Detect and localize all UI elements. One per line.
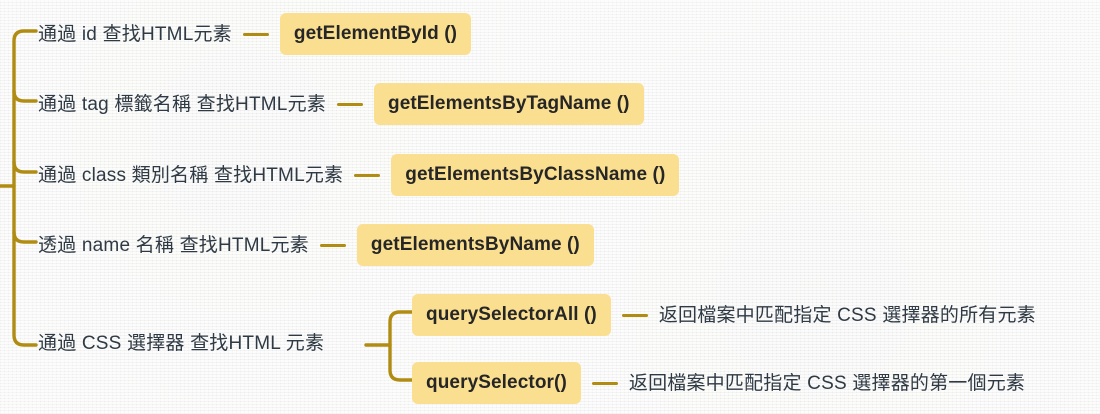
description-query-selector: 返回檔案中匹配指定 CSS 選擇器的第一個元素 — [628, 372, 1026, 394]
branch-row-query-selector-all: querySelectorAll () 返回檔案中匹配指定 CSS 選擇器的所有… — [412, 294, 1036, 336]
connector-dash-id — [242, 32, 269, 36]
method-badge-get-elements-by-name[interactable]: getElementsByName () — [356, 224, 594, 266]
connector-dash-class — [354, 173, 381, 177]
branch-label-css-selector: 通過 CSS 選擇器 查找HTML 元素 — [38, 333, 325, 354]
branch-row-query-selector: querySelector() 返回檔案中匹配指定 CSS 選擇器的第一個元素 — [412, 362, 1025, 404]
connector-dash-name — [319, 243, 346, 247]
branch-row-get-element-by-id: 通過 id 查找HTML元素 getElementById () — [38, 13, 472, 55]
branch-label-id: 通過 id 查找HTML元素 — [38, 23, 232, 45]
connector-dash-query-selector — [591, 381, 618, 385]
method-badge-query-selector-all[interactable]: querySelectorAll () — [412, 294, 611, 336]
method-badge-get-elements-by-class-name[interactable]: getElementsByClassName () — [391, 154, 680, 196]
branch-row-get-elements-by-name: 透過 name 名稱 查找HTML元素 getElementsByName () — [38, 224, 594, 266]
branch-label-name: 透過 name 名稱 查找HTML元素 — [38, 234, 309, 256]
branch-row-get-elements-by-class-name: 通過 class 類別名稱 查找HTML元素 getElementsByClas… — [38, 154, 680, 196]
method-badge-get-element-by-id[interactable]: getElementById () — [279, 13, 472, 55]
branch-row-get-elements-by-tag-name: 通過 tag 標籤名稱 查找HTML元素 getElementsByTagNam… — [38, 83, 644, 125]
connector-dash-tag — [336, 102, 363, 106]
method-badge-get-elements-by-tag-name[interactable]: getElementsByTagName () — [373, 83, 644, 125]
connector-dash-query-selector-all — [621, 313, 648, 317]
branch-label-class: 通過 class 類別名稱 查找HTML元素 — [38, 164, 344, 186]
branch-label-tag: 通過 tag 標籤名稱 查找HTML元素 — [38, 93, 326, 115]
method-badge-query-selector[interactable]: querySelector() — [412, 362, 581, 404]
branch-row-css-selector: 通過 CSS 選擇器 查找HTML 元素 — [38, 334, 324, 353]
description-query-selector-all: 返回檔案中匹配指定 CSS 選擇器的所有元素 — [658, 304, 1036, 326]
